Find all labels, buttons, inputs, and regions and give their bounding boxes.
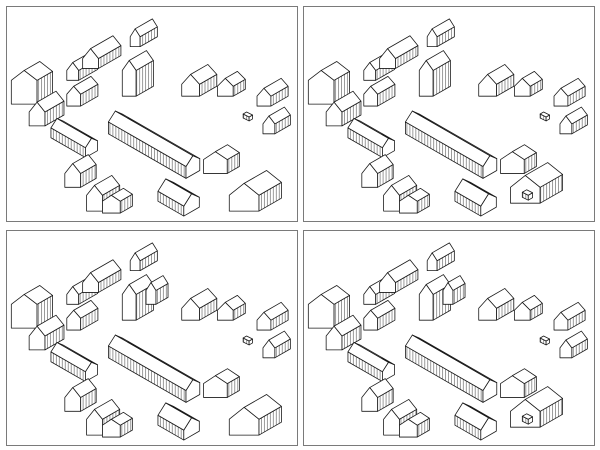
building-lower-center-slab	[157, 178, 200, 217]
building-right-shed	[539, 335, 550, 346]
building-right-small	[216, 71, 246, 97]
building-right-shed	[242, 111, 253, 122]
building-far-right-lower	[559, 106, 588, 135]
building-right-shed	[242, 335, 253, 346]
building-left-middle	[325, 314, 362, 351]
building-far-right-lower	[262, 330, 291, 359]
building-lower-center-slab	[454, 178, 497, 217]
building-center-tower	[121, 50, 154, 97]
building-long-slab-center	[405, 334, 498, 403]
axonometric-buildings-top-left	[10, 18, 291, 217]
building-far-right-upper	[256, 77, 289, 107]
building-mid-left-small	[66, 299, 99, 331]
panel-bottom-right	[303, 230, 595, 446]
building-center-right	[478, 288, 515, 321]
building-mid-left-small	[363, 299, 396, 331]
building-right-shed	[539, 111, 550, 122]
building-lower-right-annex	[521, 413, 533, 425]
building-lower-cluster	[399, 187, 430, 214]
building-mid-left-small	[66, 75, 99, 107]
building-lower-left-house	[64, 378, 97, 412]
building-left-middle	[325, 90, 362, 127]
building-far-right-upper	[553, 77, 586, 107]
building-mid-left-small	[363, 75, 396, 107]
building-center-right	[181, 64, 218, 97]
building-far-right-lower	[262, 106, 291, 135]
building-center-annex	[145, 275, 169, 305]
building-long-slab-center	[405, 110, 498, 179]
building-top-center	[129, 242, 158, 272]
building-long-slab-left	[347, 342, 395, 382]
building-long-slab-left	[50, 342, 98, 382]
building-center-right	[181, 288, 218, 321]
building-far-right-lower	[559, 330, 588, 359]
axonometric-buildings-bottom-left	[10, 242, 291, 441]
building-lower-center-slab	[157, 402, 200, 441]
building-lower-cluster	[102, 411, 133, 438]
building-lower-center-slab	[454, 402, 497, 441]
panel-top-right	[303, 6, 595, 222]
building-center-annex	[442, 275, 466, 305]
building-lower-left-house	[64, 154, 97, 188]
building-far-right-upper	[553, 301, 586, 331]
panel-bottom-left	[6, 230, 298, 446]
building-center-right-shed	[203, 144, 240, 174]
building-lower-right-annex	[521, 189, 533, 201]
building-upper-left-long	[379, 259, 419, 293]
building-long-slab-center	[108, 110, 201, 179]
building-center-right-shed	[500, 368, 537, 398]
building-right-small	[513, 295, 543, 321]
axonometric-buildings-top-right	[307, 18, 588, 217]
building-center-right-shed	[500, 144, 537, 174]
building-lower-right-large	[228, 170, 282, 212]
building-upper-left-long	[379, 35, 419, 69]
building-left-middle	[28, 314, 65, 351]
building-right-small	[513, 71, 543, 97]
building-long-slab-left	[50, 118, 98, 158]
building-lower-right-large	[510, 386, 563, 428]
building-long-slab-left	[347, 118, 395, 158]
panel-top-left	[6, 6, 298, 222]
axonometric-buildings-bottom-right	[307, 242, 588, 441]
building-top-center	[426, 242, 455, 272]
building-lower-left-house	[361, 378, 394, 412]
building-center-right	[478, 64, 515, 97]
building-upper-left-long	[82, 259, 122, 293]
building-lower-cluster	[102, 187, 133, 214]
building-far-right-upper	[256, 301, 289, 331]
building-right-small	[216, 295, 246, 321]
building-lower-right-large	[228, 394, 282, 436]
building-top-center	[129, 18, 158, 48]
building-lower-left-house	[361, 154, 394, 188]
building-lower-cluster	[399, 411, 430, 438]
building-center-tower	[418, 50, 451, 97]
building-long-slab-center	[108, 334, 201, 403]
building-center-right-shed	[203, 368, 240, 398]
building-upper-left-long	[82, 35, 122, 69]
building-top-center	[426, 18, 455, 48]
building-left-gable	[10, 285, 53, 329]
